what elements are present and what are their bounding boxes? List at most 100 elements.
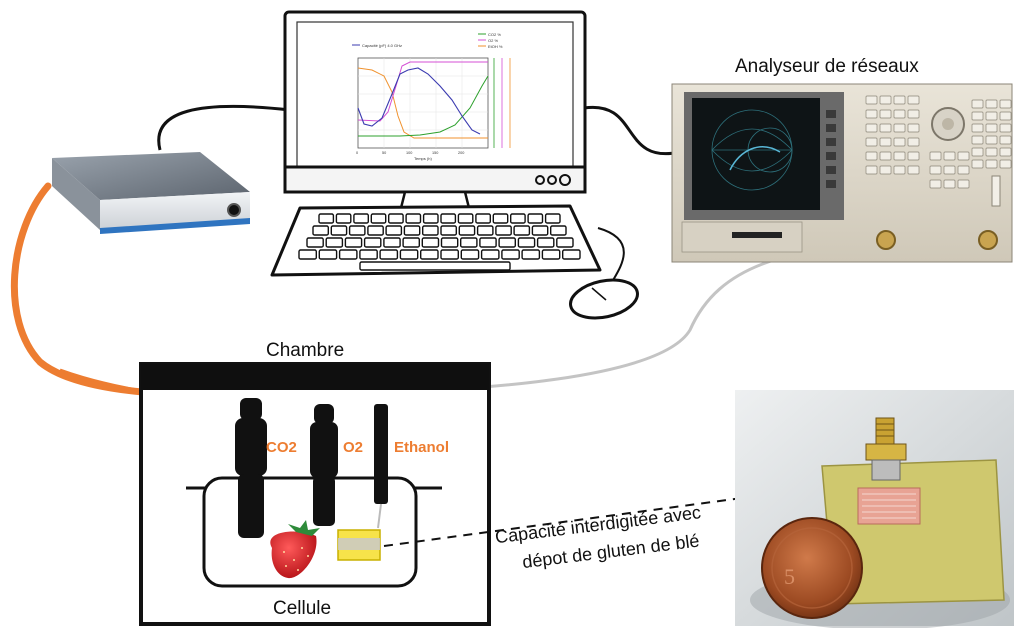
analyzer-port-icon xyxy=(876,230,896,250)
analyzer-button xyxy=(971,99,984,109)
analyzer-button xyxy=(985,135,998,145)
chart-series-capacity xyxy=(357,67,481,135)
analyzer-button xyxy=(999,147,1012,157)
keyboard-key xyxy=(399,249,419,260)
analyzer-button xyxy=(943,179,956,189)
analyzer-button xyxy=(943,151,956,161)
keyboard-key xyxy=(385,225,403,236)
analyzer-button xyxy=(971,159,984,169)
keyboard-key xyxy=(476,225,494,236)
analyzer-button xyxy=(929,151,942,161)
sensor-o2 xyxy=(310,404,338,526)
analyzer-button xyxy=(999,123,1012,133)
analyzer-button xyxy=(929,179,942,189)
analyzer-button xyxy=(943,165,956,175)
keyboard-key xyxy=(458,225,476,236)
label-sensor-ethanol: Ethanol xyxy=(394,439,449,456)
keyboard-key xyxy=(421,237,440,248)
analyzer-button xyxy=(971,147,984,157)
capacitor-photo: 5 xyxy=(735,390,1014,628)
gluten-sensor-chip-icon xyxy=(337,529,381,561)
keyboard-key xyxy=(460,249,480,260)
keyboard-key xyxy=(556,237,574,248)
analyzer-button xyxy=(971,111,984,121)
chart-xlabel: Temps (h) xyxy=(414,156,432,161)
chart-legend-right: CO2 % O2 % EtOH % xyxy=(478,32,503,49)
monitor-chart: Capacité (pF) 4.0 GHz CO2 % O2 % EtOH % xyxy=(352,32,511,161)
keyboard-key xyxy=(479,237,497,248)
coin-icon xyxy=(761,517,863,619)
cable-box-to-computer xyxy=(157,104,291,151)
keyboard-key xyxy=(510,213,526,224)
analyzer-button xyxy=(985,111,998,121)
keyboard-key xyxy=(475,213,491,224)
analyzer-button xyxy=(957,179,970,189)
monitor-power-icon xyxy=(559,174,571,186)
analyzer-button xyxy=(893,109,906,119)
analyzer-button xyxy=(907,165,920,175)
analyzer-button xyxy=(999,159,1012,169)
chart-xtick: 200 xyxy=(458,151,464,155)
keyboard-key xyxy=(348,225,366,236)
keyboard-key xyxy=(338,249,358,260)
keyboard-key xyxy=(457,213,474,224)
monitor-button-icon xyxy=(535,175,545,185)
keyboard-key xyxy=(536,237,555,248)
keyboard-key xyxy=(440,225,458,236)
analyzer-button xyxy=(907,151,920,161)
keyboard-key xyxy=(367,225,384,236)
keyboard-key xyxy=(492,213,509,224)
keyboard-key xyxy=(544,213,561,224)
keyboard-keys xyxy=(298,213,581,271)
analyzer-button xyxy=(893,165,906,175)
keyboard-key xyxy=(405,213,422,224)
analyzer-button xyxy=(929,165,942,175)
keyboard-key xyxy=(420,249,439,260)
analyzer-button xyxy=(879,165,892,175)
keyboard-spacebar xyxy=(359,261,511,271)
analyzer-button xyxy=(893,151,906,161)
analyzer-button xyxy=(985,123,998,133)
keyboard-key xyxy=(330,225,348,236)
mouse xyxy=(569,227,639,320)
capacitor-arrow xyxy=(383,486,776,547)
analyzer-button xyxy=(879,95,892,105)
keyboard-key xyxy=(550,225,567,236)
keyboard-key xyxy=(379,249,399,260)
keyboard-key xyxy=(440,237,459,248)
analyzer-button xyxy=(907,109,920,119)
chart-series-co2 xyxy=(358,75,489,137)
chart-xtick: 100 xyxy=(406,151,412,155)
keyboard-key xyxy=(527,213,544,224)
analyzer-button xyxy=(879,137,892,147)
label-sensor-o2: O2 xyxy=(343,439,363,456)
analyzer-button xyxy=(957,151,970,161)
label-chamber: Chambre xyxy=(266,340,344,361)
analyzer-button xyxy=(907,95,920,105)
analyzer-button xyxy=(985,99,998,109)
analyzer-button xyxy=(999,99,1012,109)
keyboard-key xyxy=(521,249,541,260)
keyboard-key xyxy=(498,237,517,248)
keyboard-key xyxy=(480,249,500,260)
analyzer-button xyxy=(907,123,920,133)
computer: Capacité (pF) 4.0 GHz CO2 % O2 % EtOH % xyxy=(283,10,587,214)
keyboard-key xyxy=(513,225,531,236)
keyboard-key xyxy=(388,213,404,224)
chart-legend-co2: CO2 % xyxy=(488,32,501,37)
sensor-co2 xyxy=(235,398,267,538)
keyboard-key xyxy=(353,213,369,224)
keyboard-key xyxy=(359,249,378,260)
keyboard-key xyxy=(541,249,561,260)
keyboard-key xyxy=(460,237,478,248)
keyboard-key xyxy=(495,225,512,236)
chamber-lid xyxy=(141,364,489,390)
keyboard-key xyxy=(403,225,421,236)
analyzer-button xyxy=(971,135,984,145)
sensor-ethanol xyxy=(374,404,388,529)
analyzer-button xyxy=(893,123,906,133)
keyboard-key xyxy=(402,237,421,248)
analyzer-button xyxy=(865,137,878,147)
keyboard-key xyxy=(312,225,330,236)
